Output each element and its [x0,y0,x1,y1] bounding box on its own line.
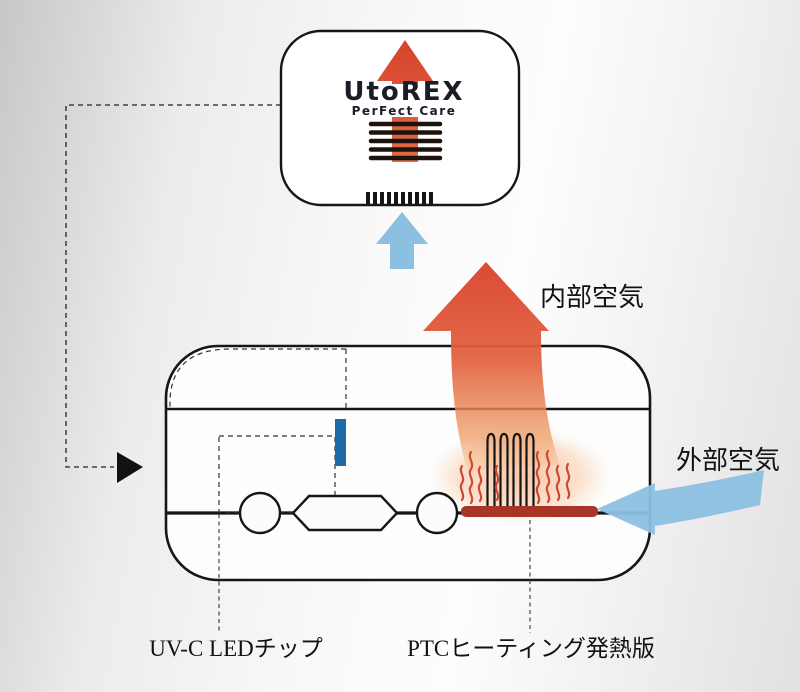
ptc-heater-label: PTCヒーティング発熱版 [407,636,655,661]
uvc-led-chip [335,419,346,466]
vent-tooth [373,192,377,204]
exhaust-arrow-head [377,40,433,81]
flame-squiggle [545,449,551,504]
heater-coil [525,432,535,506]
intake-vent-teeth [366,192,433,204]
rising-air-arrow [376,212,428,269]
flame-squiggle [535,450,541,505]
rising-air-arrow-head [376,212,428,244]
top-device: UtoREX PerFect Care [279,29,521,207]
heater-coil [486,432,496,506]
flame-squiggle [555,464,561,502]
left-pointer-arrow [117,452,143,483]
base-device [164,344,652,582]
vent-tooth [380,192,384,204]
flame-squiggle [477,465,483,503]
vent-tooth [429,192,433,204]
vent-tooth [401,192,405,204]
heat-flames [459,449,571,505]
vent-tooth [366,192,370,204]
vent-grill [368,121,443,161]
vent-tooth [394,192,398,204]
external-air-label: 外部空気 [676,446,780,475]
heater-coil [512,432,522,506]
external-air-arrow [597,470,764,535]
rising-air-arrow-shaft [390,242,414,269]
flame-squiggle [494,464,500,502]
fan-wheel-left [238,491,282,535]
vent-tooth [422,192,426,204]
ptc-heater-plate [461,506,598,517]
flame-squiggle [565,462,571,500]
motor-housing-hexagon [291,494,399,532]
uvc-module-dashed-box [218,435,336,513]
dashed-inner-outline [169,348,346,409]
vent-tooth [415,192,419,204]
ptc-heater [459,432,598,517]
fan-wheel-right [415,491,459,535]
vent-tooth [387,192,391,204]
internal-air-arrow [423,262,560,472]
brand-logo-text: UtoREX [343,77,464,107]
brand-tagline-text: PerFect Care [352,104,457,118]
fan-assembly [238,491,459,535]
vent-tooth [408,192,412,204]
logo-backplate [340,84,470,117]
heater-coil [499,432,509,506]
internal-air-label: 内部空気 [540,283,644,312]
heater-coils [486,432,535,506]
uvc-led-label: UV-C LEDチップ [149,636,323,661]
flame-squiggle [459,464,465,502]
dashed-connector-line [65,104,281,468]
flame-squiggle [468,450,474,505]
